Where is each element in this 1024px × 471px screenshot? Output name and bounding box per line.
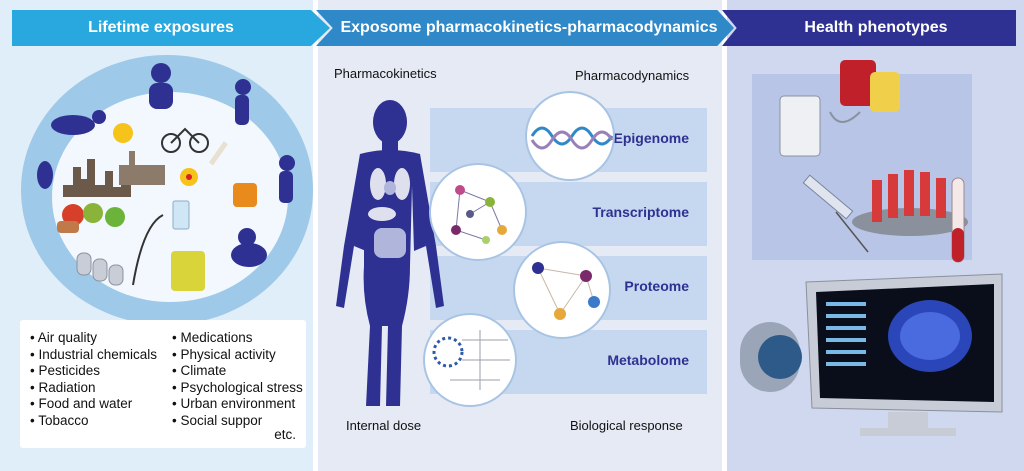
header-health-phenotypes: Health phenotypes: [722, 10, 1016, 46]
list-item: Air quality: [30, 330, 157, 347]
list-item: Medications: [172, 330, 303, 347]
header-lifetime-exposures: Lifetime exposures: [12, 10, 330, 46]
food-icon: [57, 203, 125, 233]
organs-icon: [368, 168, 410, 258]
metabolic-pathway-circle-icon: [423, 313, 517, 407]
life-stage-figures-icon: [37, 63, 295, 267]
cigarette-icon: [208, 141, 228, 166]
internal-dose-label: Internal dose: [346, 418, 422, 433]
list-item: Food and water: [30, 396, 157, 413]
brain-scan-monitor-icon: [805, 273, 1003, 436]
bicycle-icon: [161, 127, 209, 153]
list-item: Physical activity: [172, 347, 303, 364]
radiation-icon: [180, 168, 198, 186]
omics-label: Epigenome: [613, 130, 689, 146]
biological-response-label: Biological response: [570, 418, 683, 433]
blood-tubes-rack-icon: [852, 170, 968, 263]
omics-label: Metabolome: [607, 352, 689, 368]
sun-icon: [113, 123, 133, 143]
list-item: Tobacco: [30, 413, 157, 430]
blood-bags-icon: [779, 60, 900, 157]
exposure-illustrations: [37, 63, 295, 291]
exposure-list-box: Air quality Industrial chemicals Pestici…: [20, 320, 306, 448]
omics-label: Proteome: [624, 278, 689, 294]
human-body-figure: [336, 100, 444, 406]
pharmacodynamics-label: Pharmacodynamics: [575, 68, 690, 83]
exposure-list-left: Air quality Industrial chemicals Pestici…: [30, 330, 157, 429]
list-item: Radiation: [30, 380, 157, 397]
syringe-icon: [802, 174, 869, 253]
gene-network-circle-icon: [429, 163, 527, 261]
factory-icon: [119, 151, 165, 185]
etc-label: etc.: [274, 427, 296, 442]
list-item: Urban environment: [172, 396, 303, 413]
pharmacokinetics-label: Pharmacokinetics: [334, 66, 437, 81]
medication-bottle-icon: [233, 183, 257, 207]
list-item: Climate: [172, 363, 303, 380]
mri-scanner-icon: [740, 322, 802, 392]
molecular-network-illustrations: [423, 91, 615, 407]
list-item: Psychological stress: [172, 380, 302, 397]
omics-label: Transcriptome: [592, 204, 689, 220]
exposure-list-right: Medications Physical activity Climate Ps…: [172, 330, 303, 430]
water-glass-icon: [172, 200, 190, 230]
health-phenotype-illustrations: [740, 60, 1003, 436]
list-item: Social suppor: [172, 413, 303, 430]
city-skyline-icon: [63, 159, 131, 197]
list-item: Pesticides: [30, 363, 157, 380]
industrial-pipes-icon: [76, 252, 124, 286]
pesticide-sprayer-icon: [132, 214, 205, 291]
dna-helix-circle-icon: [525, 91, 615, 181]
list-item: Industrial chemicals: [30, 347, 157, 364]
header-pkpd: Exposome pharmacokinetics-pharmacodynami…: [316, 10, 734, 46]
protein-network-circle-icon: [513, 241, 611, 339]
